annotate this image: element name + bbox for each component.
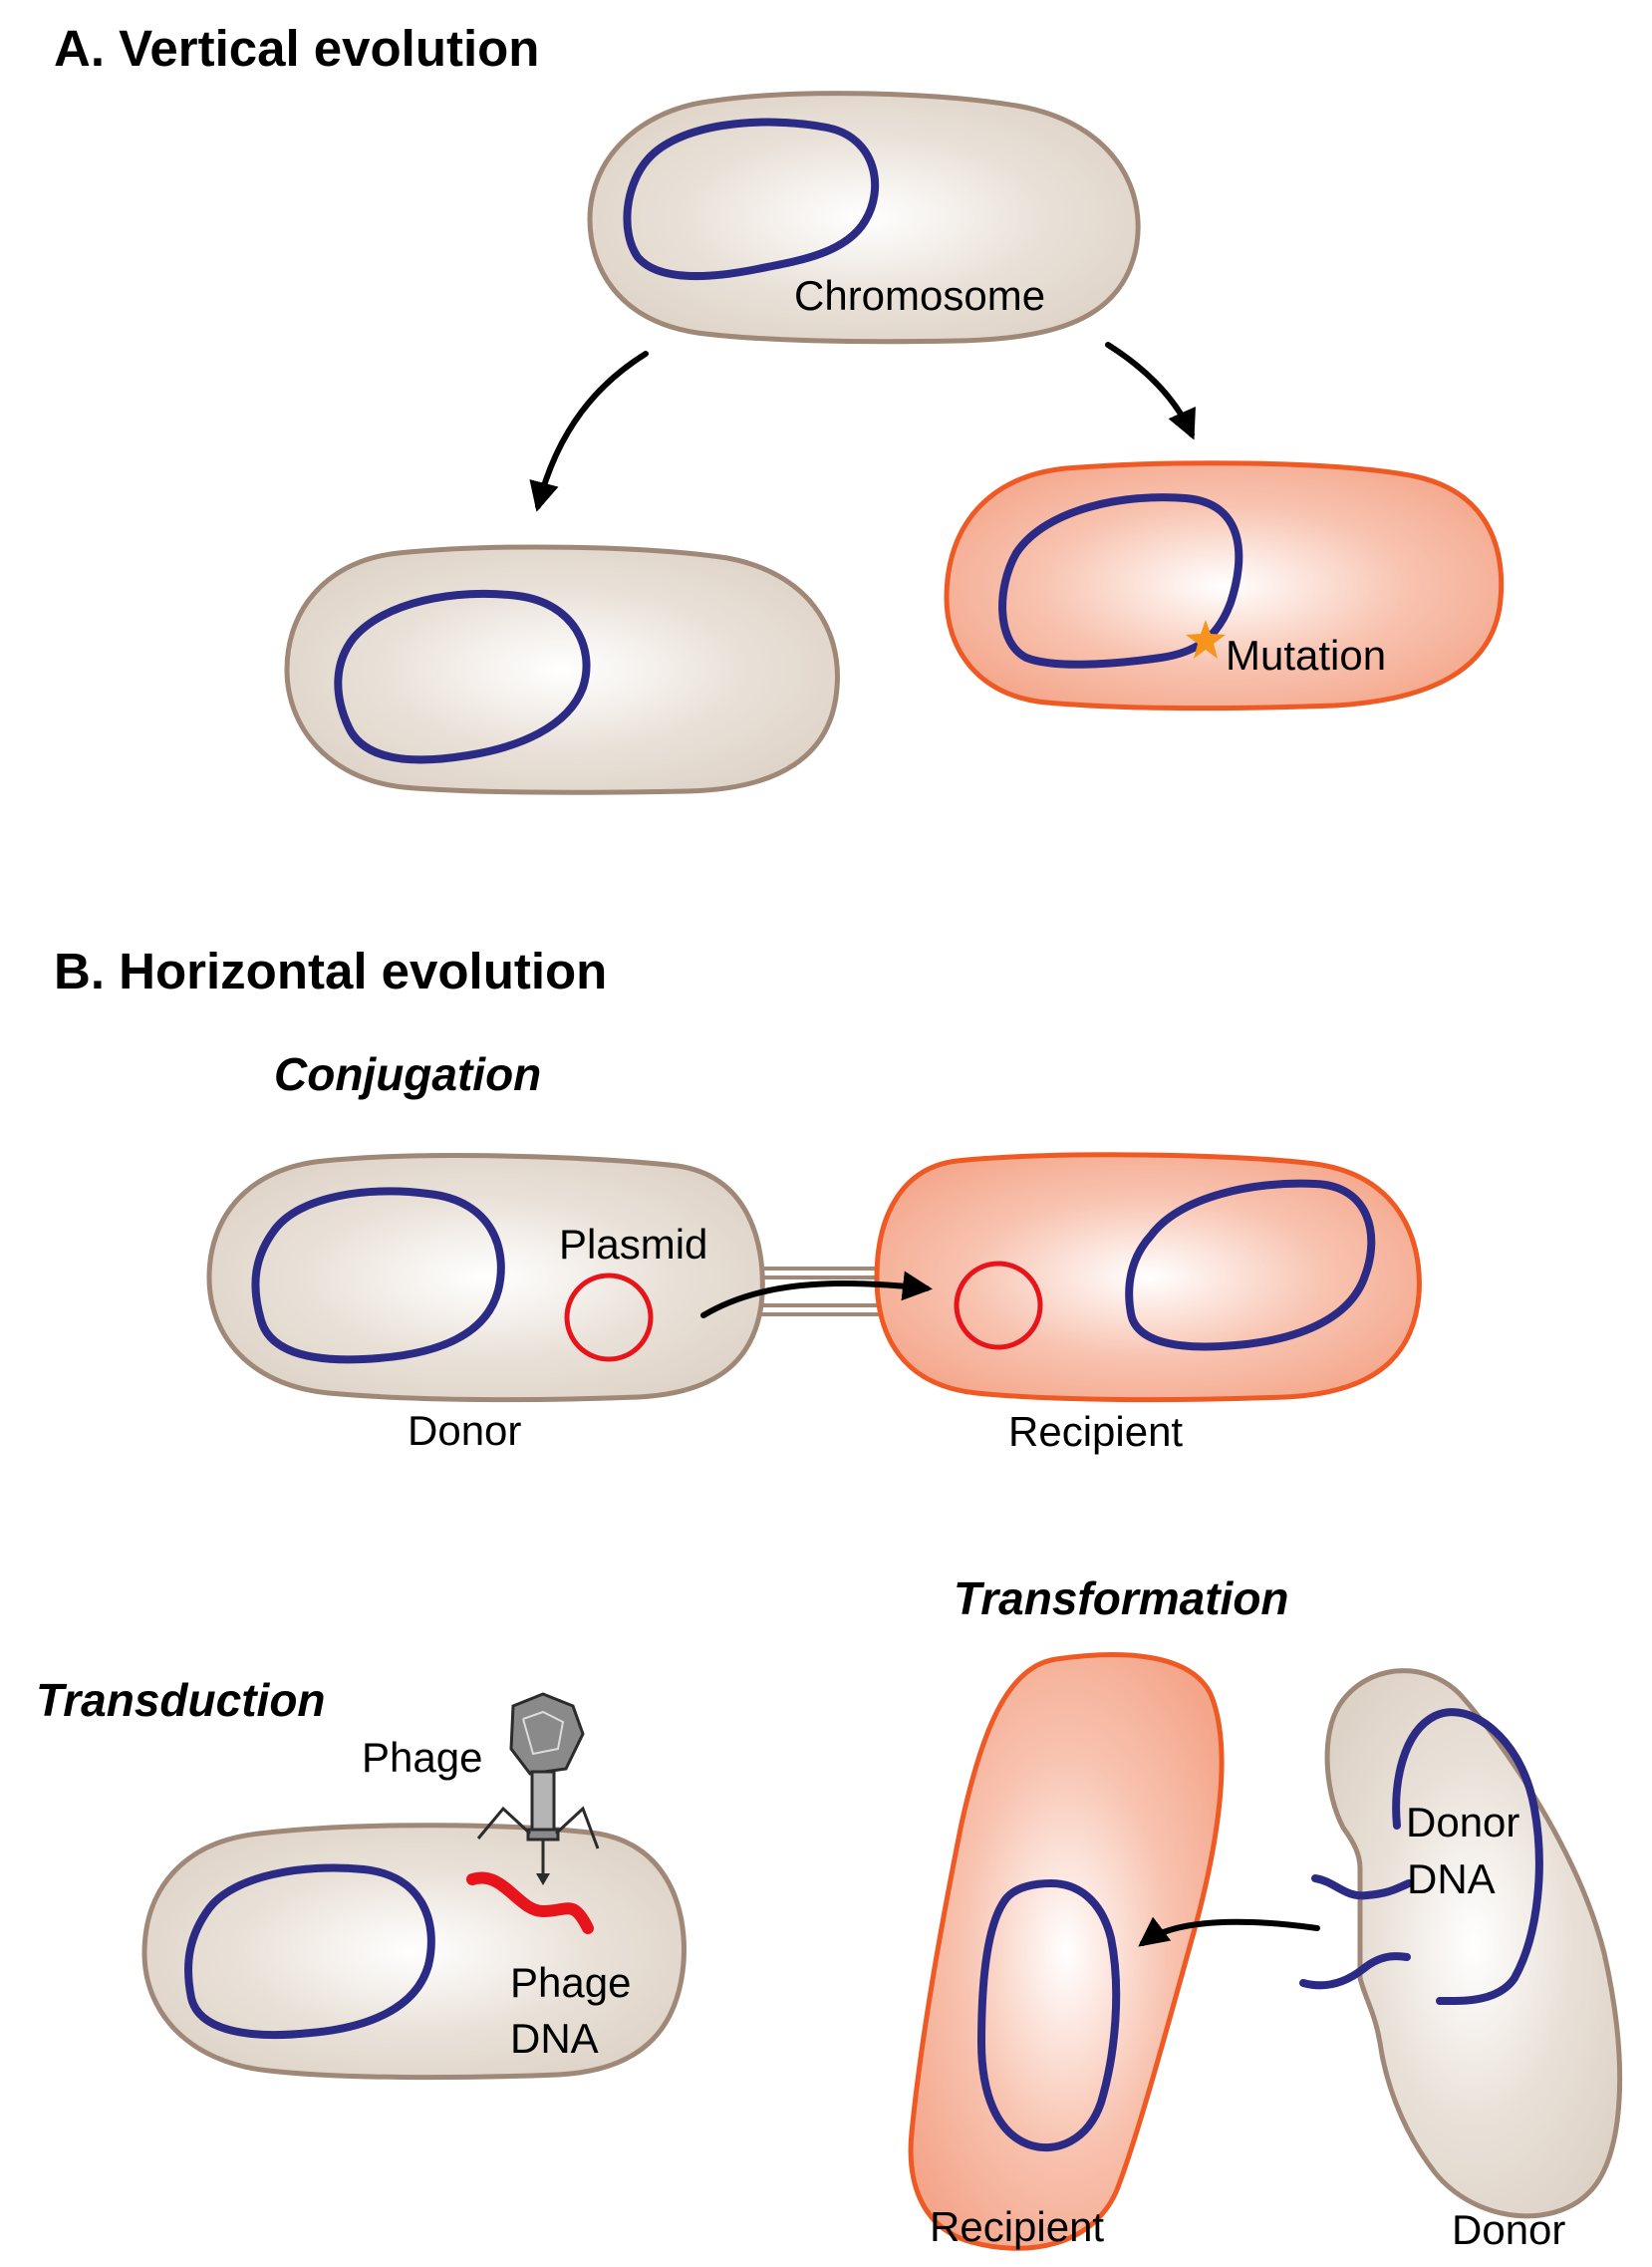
recipient-chromosome <box>1125 1179 1376 1351</box>
plasmid-label: Plasmid <box>559 1221 707 1268</box>
daughter-chromosome-mutant <box>998 493 1243 669</box>
section-a-title: A. Vertical evolution <box>54 20 539 77</box>
donor-dna-fragment-upper <box>1311 1874 1413 1900</box>
dna-uptake-arrow <box>1138 1916 1320 1947</box>
donor-dna-fragment-lower <box>1299 1952 1411 1990</box>
phage-label: Phage <box>362 1734 482 1781</box>
mutation-label: Mutation <box>1226 632 1386 679</box>
parent-chromosome <box>623 118 880 281</box>
daughter-cell-mutant: Mutation <box>944 460 1505 711</box>
phage-dna-label-line2: DNA <box>510 2015 599 2062</box>
phage-dna-strand <box>466 1871 594 1934</box>
donor-chromosome <box>251 1187 505 1364</box>
donor-dna-label-line1: Donor <box>1406 1799 1519 1845</box>
conjugation-donor-label: Donor <box>408 1407 521 1454</box>
transduction-title: Transduction <box>36 1674 326 1726</box>
transduction-chromosome <box>184 1863 435 2040</box>
daughter-cell-unchanged <box>284 544 840 795</box>
section-b-title: B. Horizontal evolution <box>54 943 607 999</box>
conjugation-donor-cell: Plasmid <box>206 1153 765 1403</box>
conjugation-recipient-label: Recipient <box>1008 1408 1183 1455</box>
transformation-donor-label: Donor <box>1452 2206 1565 2253</box>
phage-icon <box>476 1692 600 1885</box>
transformation-donor-cell <box>1299 1668 1623 2219</box>
donor-plasmid <box>564 1273 654 1362</box>
transduction-cell <box>141 1823 687 2081</box>
donor-dna-label-line2: DNA <box>1407 1855 1496 1902</box>
transferred-plasmid <box>954 1261 1043 1350</box>
plasmid-transfer-arrow <box>700 1271 933 1318</box>
transformation-title: Transformation <box>954 1572 1289 1624</box>
arrow-to-right-daughter <box>1105 342 1196 440</box>
arrow-to-left-daughter <box>529 351 649 512</box>
conjugation-title: Conjugation <box>274 1048 541 1100</box>
transformation-recipient-cell <box>908 1652 1225 2251</box>
donor-dna-chromosome <box>1392 1708 1543 2005</box>
conjugation-recipient-cell <box>874 1152 1422 1403</box>
daughter-chromosome-left <box>334 589 591 764</box>
mutation-star-icon <box>1186 620 1226 659</box>
transformation-recipient-label: Recipient <box>930 2203 1104 2250</box>
chromosome-label: Chromosome <box>794 272 1045 319</box>
parent-cell: Chromosome <box>587 91 1141 345</box>
transformation-recipient-chromosome <box>977 1879 1121 2152</box>
phage-dna-label-line1: Phage <box>510 1959 631 2006</box>
